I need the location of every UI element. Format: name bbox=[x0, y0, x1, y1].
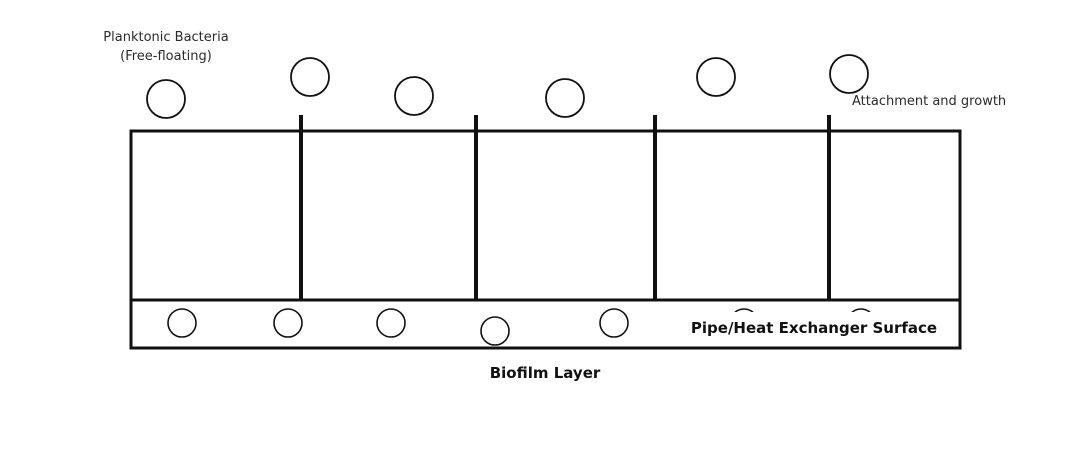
biofilm-bacteria-5 bbox=[599, 308, 629, 338]
planktonic-label-line1: Planktonic Bacteria bbox=[103, 30, 228, 45]
surface-label-backdrop bbox=[678, 312, 950, 340]
planktonic-bacteria-1 bbox=[146, 79, 186, 119]
biofilm-bacteria-4 bbox=[480, 316, 510, 346]
planktonic-label-group: Planktonic Bacteria (Free-floating) bbox=[103, 30, 228, 64]
planktonic-bacteria-2 bbox=[290, 57, 330, 97]
biofilm-bacteria-2 bbox=[273, 308, 303, 338]
planktonic-bacteria-4 bbox=[545, 78, 585, 118]
planktonic-bacteria-5 bbox=[696, 57, 736, 97]
planktonic-bacteria-group bbox=[146, 54, 869, 119]
planktonic-bacteria-6 bbox=[829, 54, 869, 94]
biofilm-layer-label: Biofilm Layer bbox=[490, 364, 601, 382]
bulk-fluid-region bbox=[129, 129, 962, 302]
divider-lines-overlay-group bbox=[299, 115, 831, 300]
surface-label: Pipe/Heat Exchanger Surface bbox=[691, 319, 937, 337]
biofilm-bacteria-3 bbox=[376, 308, 406, 338]
planktonic-bacteria-3 bbox=[394, 76, 434, 116]
biofilm-bacteria-1 bbox=[167, 308, 197, 338]
attachment-growth-label: Attachment and growth bbox=[852, 94, 1006, 109]
planktonic-label-line2: (Free-floating) bbox=[120, 49, 212, 64]
